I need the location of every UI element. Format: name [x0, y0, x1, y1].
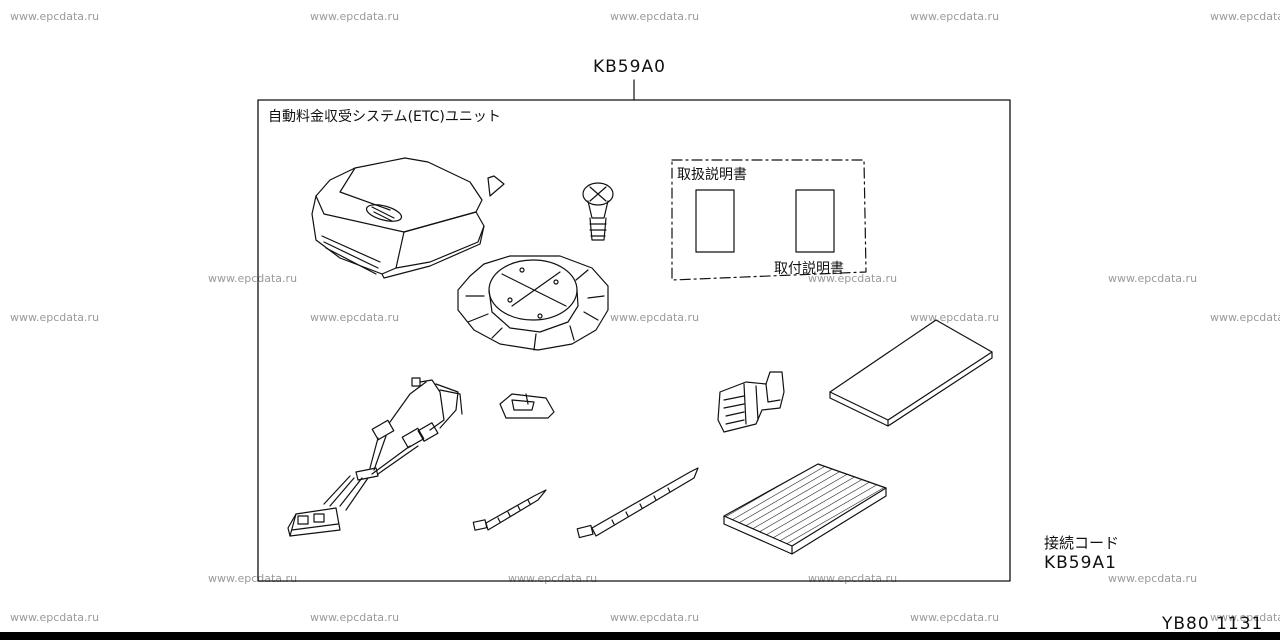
connection-cord — [287, 377, 463, 537]
adhesive-pad — [829, 319, 993, 427]
watermark: www.epcdata.ru — [910, 10, 1000, 23]
watermark: www.epcdata.ru — [808, 572, 898, 585]
watermark: www.epcdata.ru — [310, 311, 400, 324]
watermark: www.epcdata.ru — [208, 572, 298, 585]
watermark: www.epcdata.ru — [910, 611, 1000, 624]
watermark: www.epcdata.ru — [610, 611, 700, 624]
watermark: www.epcdata.ru — [610, 311, 700, 324]
handling-manual-sheet — [695, 189, 735, 253]
watermark: www.epcdata.ru — [10, 311, 100, 324]
watermark: www.epcdata.ru — [610, 10, 700, 23]
screw — [582, 182, 614, 241]
watermark: www.epcdata.ru — [910, 311, 1000, 324]
watermark: www.epcdata.ru — [508, 572, 598, 585]
kit-part-number: KB59A0 — [593, 57, 666, 77]
kit-frame — [257, 99, 1011, 582]
diagram-code: YB80 1131 — [1162, 614, 1264, 634]
watermark: www.epcdata.ru — [310, 10, 400, 23]
installation-manual-sheet — [795, 189, 835, 253]
connection-cord-label: 接続コード — [1044, 534, 1120, 552]
cleaning-sheet — [723, 463, 887, 555]
watermark: www.epcdata.ru — [1108, 272, 1198, 285]
watermark: www.epcdata.ru — [208, 272, 298, 285]
cable-tie-small — [472, 489, 547, 531]
connector — [717, 371, 785, 433]
watermark: www.epcdata.ru — [1108, 572, 1198, 585]
etc-unit — [311, 157, 505, 279]
watermark: www.epcdata.ru — [310, 611, 400, 624]
watermark: www.epcdata.ru — [1210, 10, 1280, 23]
antenna-base — [457, 255, 609, 351]
handling-manual-label: 取扱説明書 — [677, 167, 747, 183]
cable-tie-long — [576, 467, 699, 539]
connection-cord-part-number: KB59A1 — [1044, 553, 1117, 573]
installation-manual-label: 取付説明書 — [774, 261, 844, 277]
watermark: www.epcdata.ru — [1210, 611, 1280, 624]
kit-title: 自動料金収受システム(ETC)ユニット — [268, 109, 501, 125]
manuals-group — [671, 159, 867, 281]
bottom-bar — [0, 632, 1280, 640]
clip — [499, 393, 555, 419]
watermark: www.epcdata.ru — [10, 10, 100, 23]
watermark: www.epcdata.ru — [808, 272, 898, 285]
watermark: www.epcdata.ru — [10, 611, 100, 624]
watermark: www.epcdata.ru — [1210, 311, 1280, 324]
